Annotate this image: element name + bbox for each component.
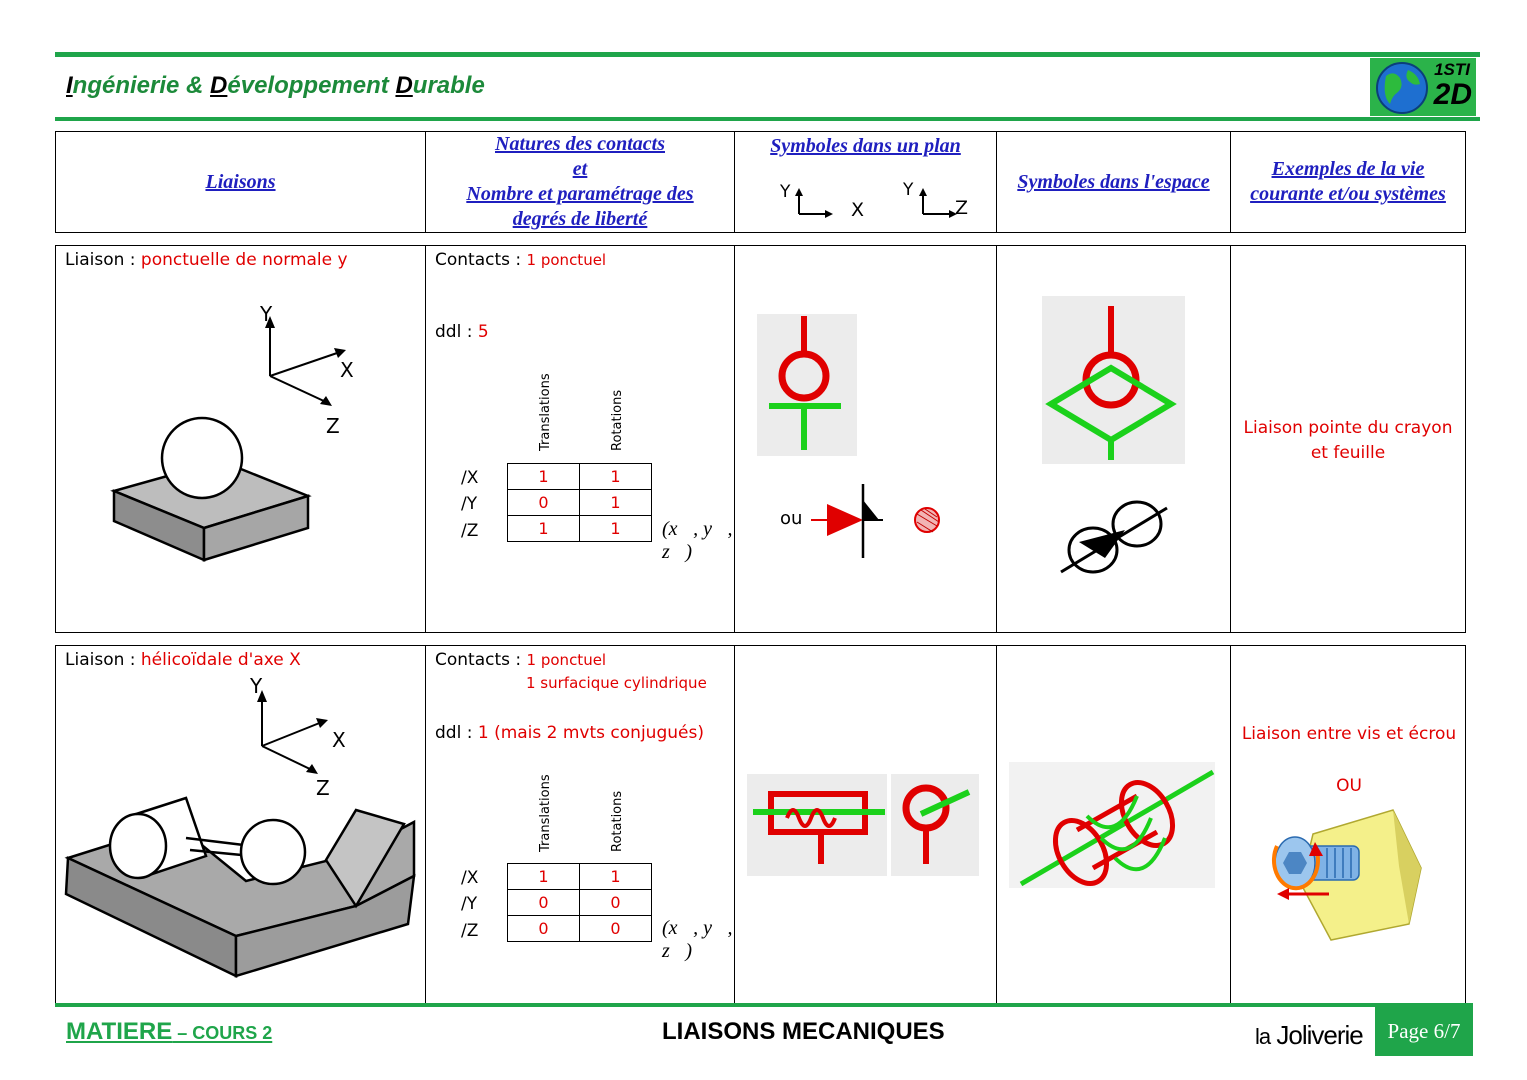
row1-liaison-label: Liaison : ponctuelle de normale y — [65, 250, 348, 270]
row1-col-translations: Translations — [538, 373, 553, 451]
row1-label-z: /Z — [461, 521, 479, 541]
row1-axis-z: Z — [326, 414, 340, 438]
header-title: Ingénierie & Développement Durable — [66, 72, 485, 99]
row2-rz: 0 — [579, 915, 652, 942]
row1-rx: 1 — [579, 463, 652, 490]
helicoidale-drawing — [64, 690, 416, 978]
col-header-symboles-espace: Symboles dans l'espace — [996, 131, 1231, 233]
row2-col-rotations: Rotations — [610, 790, 625, 852]
row2-example-ou: OU — [1336, 776, 1362, 796]
row2-contacts-cell: Contacts : 1 ponctuel 1 surfacique cylin… — [425, 645, 735, 1005]
row2-label-x: /X — [461, 868, 479, 888]
row2-example-text: Liaison entre vis et écrou — [1241, 724, 1457, 744]
page-number: Page 6/7 — [1375, 1006, 1473, 1056]
ponctuelle-espace-symbol — [1042, 296, 1185, 574]
row2-label-y: /Y — [461, 894, 478, 914]
plan-axis1-y: Y — [780, 182, 791, 202]
row2-col-translations: Translations — [538, 774, 553, 852]
row1-axis-x: X — [340, 358, 354, 382]
row1-ry: 1 — [579, 489, 652, 516]
row2-ry: 0 — [579, 889, 652, 916]
row2-basis: (x⃗, y⃗, z⃗) — [662, 917, 733, 962]
row1-ou-label: ou — [780, 508, 803, 529]
row2-axis-x: X — [332, 728, 346, 752]
row1-contacts-cell: Contacts : 1 ponctuel ddl : 5 Translatio… — [425, 245, 735, 633]
footer-rule — [55, 1003, 1473, 1007]
row2-tx: 1 — [507, 863, 580, 890]
globe-icon — [1376, 62, 1428, 114]
plan-axes-icon — [795, 188, 957, 218]
row2-ty: 0 — [507, 889, 580, 916]
row2-tz: 0 — [507, 915, 580, 942]
row1-basis: (x⃗, y⃗, z⃗) — [662, 518, 733, 563]
symboles-plan-title: Symboles dans un plan — [770, 135, 961, 157]
logo-bottom-text: 2D — [1433, 78, 1472, 111]
row1-label-x: /X — [461, 468, 479, 488]
row2-label-z: /Z — [461, 921, 479, 941]
row2-liaison-label: Liaison : hélicoïdale d'axe X — [65, 650, 301, 670]
row1-liaison-cell: Liaison : ponctuelle de normale y Y X Z — [55, 245, 426, 633]
row1-label-y: /Y — [461, 494, 478, 514]
plan-axis1-x: X — [851, 199, 865, 221]
row1-ddl-label: ddl : 5 — [435, 322, 489, 342]
footer-matiere: MATIERE – COURS 2 — [66, 1018, 273, 1045]
row2-rx: 1 — [579, 863, 652, 890]
ponctuelle-plan-symbol — [757, 314, 940, 558]
sti2d-logo: 1STI 2D — [1370, 58, 1476, 116]
header-top-rule — [55, 52, 1480, 57]
header-bottom-rule — [55, 117, 1480, 121]
row1-axis-y: Y — [260, 302, 273, 326]
row1-exemple-cell: Liaison pointe du crayon et feuille — [1230, 245, 1466, 633]
row1-tz: 1 — [507, 515, 580, 542]
row1-symbole-espace-cell — [996, 245, 1231, 633]
plan-axis2-y: Y — [903, 180, 914, 200]
row2-contacts-label: Contacts : 1 ponctuel — [435, 650, 607, 670]
row2-liaison-cell: Liaison : hélicoïdale d'axe X Y X Z — [55, 645, 426, 1005]
joliverie-logo: la Joliverie — [1255, 1020, 1364, 1050]
col-header-exemples: Exemples de la vie courante et/ou systèm… — [1230, 131, 1466, 233]
ponctuelle-drawing — [110, 316, 346, 562]
footer-title: LIAISONS MECANIQUES — [662, 1018, 945, 1045]
col-header-symboles-plan: Symboles dans un plan Y X Y Z — [734, 131, 997, 233]
row1-example-text: Liaison pointe du crayon et feuille — [1243, 418, 1453, 463]
row2-contacts-line2: 1 surfacique cylindrique — [526, 674, 707, 692]
row2-symbole-plan-cell — [734, 645, 997, 1005]
row2-symbole-espace-cell — [996, 645, 1231, 1005]
row2-axis-z: Z — [316, 776, 330, 800]
row1-tx: 1 — [507, 463, 580, 490]
row2-ddl-label: ddl : 1 (mais 2 mvts conjugués) — [435, 723, 704, 743]
vis-ecrou-illustration — [1272, 809, 1422, 941]
row1-ty: 0 — [507, 489, 580, 516]
logo-top-text: 1STI — [1434, 60, 1470, 79]
helicoidale-espace-symbol — [1009, 762, 1215, 888]
col-header-liaisons: Liaisons — [55, 131, 426, 233]
helicoidale-plan-symbol — [747, 774, 979, 876]
row1-contacts-label: Contacts : 1 ponctuel — [435, 250, 607, 270]
col-header-natures: Natures des contacts et Nombre et paramé… — [425, 131, 735, 233]
plan-axis2-z: Z — [955, 197, 969, 219]
row2-exemple-cell: Liaison entre vis et écrou OU — [1230, 645, 1466, 1005]
row1-rz: 1 — [579, 515, 652, 542]
row1-symbole-plan-cell: ou — [734, 245, 997, 633]
row1-col-rotations: Rotations — [610, 389, 625, 451]
row2-axis-y: Y — [250, 674, 263, 698]
